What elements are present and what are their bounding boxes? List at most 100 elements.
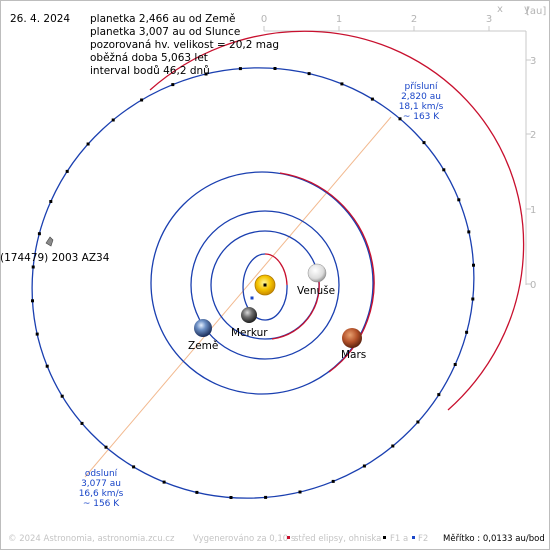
earth-orbit: [190, 210, 340, 360]
earth-icon: [194, 319, 212, 337]
orbit-point: [86, 142, 90, 146]
orbit-point: [60, 394, 64, 398]
legend-f2-text: F2: [418, 534, 428, 544]
orbit-point: [140, 98, 144, 102]
orbit-point: [362, 464, 366, 468]
orbit-point: [195, 490, 199, 494]
orbit-point: [442, 168, 446, 172]
orbit-point: [437, 393, 441, 397]
aphelion-speed: 16,6 km/s: [79, 489, 124, 499]
asteroid-label: (174479) 2003 AZ34: [0, 252, 110, 264]
info-line: pozorovaná hv. velikost = 20,2 mag: [90, 39, 279, 51]
orbit-point: [37, 232, 41, 236]
earth-label: Země: [188, 340, 218, 352]
orbit-point: [340, 82, 344, 86]
info-line: planetka 2,466 au od Země: [90, 13, 236, 25]
y-tick-label: 2: [530, 130, 536, 141]
aphelion-distance: 3,077 au: [81, 479, 121, 489]
orbit-point: [204, 72, 208, 76]
y-tick-label: 1: [530, 205, 536, 216]
x-axis-letter: x: [497, 4, 503, 15]
orbit-point: [238, 67, 242, 71]
perihelion-title: přísluní: [404, 82, 438, 92]
info-line: oběžná doba 5,063 let: [90, 52, 208, 64]
orbit-point: [111, 118, 115, 122]
venus-label: Venuše: [297, 285, 335, 297]
aphelion-info: odsluní 3,077 au 16,6 km/s ~ 156 K: [79, 469, 124, 509]
x-tick-label: 0: [261, 14, 267, 25]
perihelion-info: přísluní 2,820 au 18,1 km/s ~ 163 K: [399, 82, 444, 122]
orbit-point: [35, 332, 39, 336]
date-label: 26. 4. 2024: [10, 13, 70, 25]
x-tick-label: 3: [486, 14, 492, 25]
focus-marker: [263, 283, 267, 287]
orbit-point: [31, 265, 35, 269]
footer: © 2024 Astronomia, astronomia.zcu.cz Vyg…: [8, 534, 545, 544]
orbit-point: [472, 263, 475, 267]
legend-f1-text: F1 a: [390, 534, 408, 544]
mercury-label: Merkur: [231, 327, 268, 339]
orbit-point: [465, 330, 469, 334]
x-tick-label: 1: [336, 14, 342, 25]
scale-text: Měřítko : 0,0133 au/bod: [443, 534, 545, 544]
perihelion-distance: 2,820 au: [401, 92, 441, 102]
orbit-point: [31, 299, 34, 303]
orbit-point: [49, 200, 53, 203]
coordinate-axes: 0 1 2 3 3 2 1 0 x y [au]: [261, 4, 547, 291]
perihelion-temperature: ~ 163 K: [403, 112, 440, 122]
orbit-point: [467, 230, 471, 234]
orbit-point: [416, 420, 420, 424]
asteroid-icon: [45, 236, 54, 247]
orbit-point: [391, 444, 395, 448]
asteroid-orbit-red-arc: [149, 30, 525, 411]
mars-icon: [342, 328, 362, 348]
f1-legend-marker: [383, 536, 386, 539]
orbit-point: [45, 364, 49, 368]
orbit-point: [80, 421, 84, 425]
y-axis-ticks: 3 2 1 0: [526, 56, 536, 291]
orbit-point: [471, 297, 475, 301]
mercury-orbit-red-arc: [264, 253, 288, 286]
orbit-point: [264, 495, 268, 499]
x-tick-label: 2: [411, 14, 417, 25]
info-line: planetka 3,007 au od Slunce: [90, 26, 240, 38]
y-tick-label: 0: [530, 280, 536, 291]
planet-earth: Země: [188, 319, 218, 352]
orbit-point: [104, 445, 108, 449]
orbit-point: [132, 465, 136, 469]
orbit-point: [162, 480, 166, 484]
orbit-point: [273, 67, 277, 70]
orbit-point: [307, 72, 311, 76]
orbit-point: [229, 496, 233, 499]
orbit-point: [370, 97, 374, 101]
asteroid: (174479) 2003 AZ34: [0, 236, 110, 264]
f2-legend-marker: [412, 536, 415, 539]
asteroid-orbit: [31, 30, 525, 499]
orbit-point: [65, 169, 69, 173]
mars-orbit: [150, 171, 374, 395]
asteroid-orbit-points: [31, 67, 475, 499]
x-axis-ticks: 0 1 2 3: [261, 14, 492, 31]
orbit-point: [298, 490, 302, 494]
apsis-line: [84, 116, 392, 478]
venus-icon: [307, 263, 327, 283]
y-tick-label: 3: [530, 56, 536, 67]
ellipse-center-marker: [250, 296, 254, 300]
info-panel: planetka 2,466 au od Země planetka 3,007…: [90, 13, 279, 77]
sun: [254, 274, 276, 296]
info-line: interval bodů 46,2 dnů: [90, 65, 210, 77]
planet-mars: Mars: [341, 328, 366, 361]
planet-venus: Venuše: [297, 263, 335, 297]
copyright-text: © 2024 Astronomia, astronomia.zcu.cz: [8, 534, 175, 544]
center-legend-marker: [287, 536, 290, 539]
orbit-point: [453, 363, 457, 366]
planet-mercury: Merkur: [231, 307, 268, 339]
generated-time: Vygenerováno za 0,10 s: [193, 534, 296, 544]
legend-center-text: střed elipsy, ohniska: [294, 534, 381, 544]
orbit-point: [331, 479, 335, 483]
orbit-point: [171, 83, 175, 87]
aphelion-title: odsluní: [85, 469, 118, 479]
y-axis-letter: y: [524, 4, 530, 15]
